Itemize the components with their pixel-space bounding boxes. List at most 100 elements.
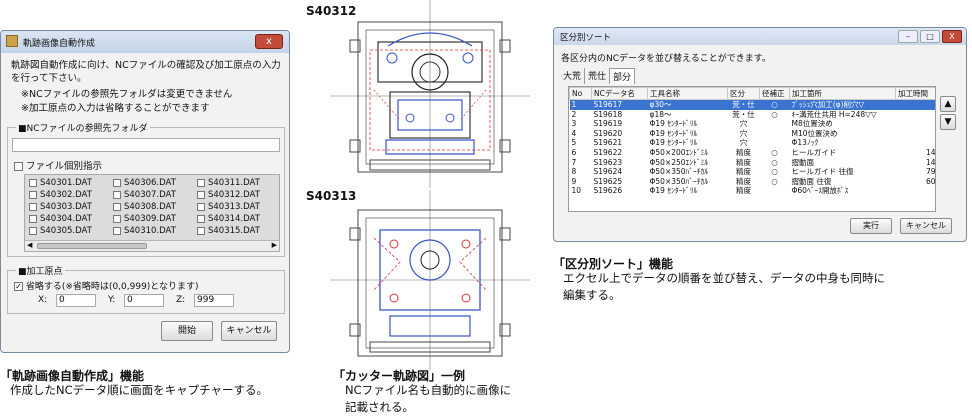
scroll-left-icon[interactable]: ◀ — [27, 241, 33, 249]
file-checkbox-item[interactable]: S40311.DAT — [197, 178, 260, 188]
dialog-title: 区分別ソート — [560, 33, 612, 43]
scroll-thumb[interactable] — [37, 243, 147, 249]
file-checkbox[interactable] — [29, 226, 37, 235]
table-cell: 14 — [925, 147, 936, 157]
table-cell: 7 — [571, 157, 577, 167]
file-checkbox-item[interactable]: S40310.DAT — [113, 226, 176, 236]
column-header[interactable]: 加工箇所 — [789, 87, 896, 100]
cancel-button[interactable]: キャンセル — [221, 321, 277, 341]
minimize-icon[interactable]: – — [898, 30, 918, 43]
move-down-button[interactable]: ▼ — [940, 114, 956, 130]
file-checkbox-item[interactable]: S40315.DAT — [197, 226, 260, 236]
tab-rough-finish[interactable]: 荒仕 — [584, 68, 609, 84]
file-checkbox[interactable] — [197, 178, 205, 187]
file-checkbox[interactable] — [113, 214, 121, 223]
column-header[interactable]: 径補正 — [759, 87, 790, 100]
close-icon[interactable]: X — [942, 30, 962, 43]
file-checkbox-item[interactable]: S40312.DAT — [197, 190, 260, 200]
file-checkbox-item[interactable]: S40305.DAT — [29, 226, 92, 236]
table-cell — [896, 138, 936, 148]
table-cell — [760, 119, 790, 129]
file-checkbox[interactable] — [29, 190, 37, 199]
table-cell: ｷｰ溝荒仕共用 H=248▽▽ — [791, 109, 877, 119]
table-cell: ヒールガイド 往復 — [791, 167, 854, 177]
file-checkbox-item[interactable]: S40308.DAT — [113, 202, 176, 212]
file-checkbox-item[interactable]: S40307.DAT — [113, 190, 176, 200]
y-input[interactable]: 0 — [124, 294, 164, 307]
column-header[interactable]: 区分 — [727, 87, 760, 100]
column-header[interactable]: No — [569, 87, 592, 100]
file-checkbox[interactable] — [113, 190, 121, 199]
column-header[interactable]: NCデータ名 — [591, 87, 648, 100]
file-checkbox-item[interactable]: S40314.DAT — [197, 214, 260, 224]
table-cell: 79 — [925, 167, 936, 177]
file-checkbox[interactable] — [29, 214, 37, 223]
file-list-scrollbar[interactable]: ◀ ▶ — [25, 240, 279, 251]
file-grid: S40301.DAT S40302.DAT S40303.DAT S40304.DAT… — [29, 178, 277, 238]
table-cell: Φ13ﾉｯｸ — [791, 138, 819, 148]
column-header[interactable]: 加工時間 — [895, 87, 935, 100]
file-checkbox-item[interactable]: S40309.DAT — [113, 214, 176, 224]
file-checkbox[interactable] — [29, 178, 37, 187]
folder-path-field[interactable] — [12, 138, 280, 152]
individual-checkbox[interactable] — [14, 162, 23, 171]
individual-checkbox-label: ファイル個別指示 — [26, 161, 103, 172]
cancel-button[interactable]: キャンセル — [900, 218, 952, 234]
tab-partial[interactable]: 部分 — [609, 68, 636, 84]
scroll-right-icon[interactable]: ▶ — [271, 241, 277, 249]
table-cell: ○ — [771, 147, 778, 157]
file-checkbox[interactable] — [113, 226, 121, 235]
file-checkbox[interactable] — [197, 202, 205, 211]
table-cell: 1 — [569, 99, 592, 110]
close-icon[interactable]: x — [255, 34, 283, 49]
move-up-button[interactable]: ▲ — [940, 96, 956, 112]
table-cell: 荒・仕 — [732, 109, 755, 119]
table-cell: Φ50×250ｴﾝﾄﾞﾐﾙ — [649, 157, 709, 167]
file-checkbox-item[interactable]: S40313.DAT — [197, 202, 260, 212]
table-cell: S19623 — [593, 157, 623, 167]
table-cell: 10 — [571, 186, 582, 196]
column-header[interactable]: 工具名称 — [647, 87, 728, 100]
file-checkbox[interactable] — [197, 226, 205, 235]
file-checkbox-item[interactable]: S40303.DAT — [29, 202, 92, 212]
x-input[interactable]: 0 — [56, 294, 96, 307]
start-button[interactable]: 開始 — [161, 321, 213, 341]
file-name: S40306.DAT — [124, 178, 176, 188]
tab-large-rough[interactable]: 大荒 — [563, 72, 582, 82]
file-checkbox[interactable] — [113, 202, 121, 211]
omit-checkbox[interactable]: ✓ — [14, 282, 23, 291]
title-bar: 区分別ソート – □ X — [554, 28, 966, 45]
z-input[interactable]: 999 — [194, 294, 234, 307]
table-cell: S19620 — [593, 128, 623, 138]
file-checkbox-item[interactable]: S40306.DAT — [113, 178, 176, 188]
maximize-icon[interactable]: □ — [920, 30, 940, 43]
file-checkbox[interactable] — [197, 214, 205, 223]
individual-checkbox-row[interactable]: ファイル個別指示 — [14, 158, 102, 172]
file-checkbox[interactable] — [197, 190, 205, 199]
execute-button[interactable]: 実行 — [850, 218, 892, 234]
cutter-path-drawing-bottom — [330, 190, 530, 370]
dialog-title: 軌跡画像自動作成 — [23, 39, 96, 49]
file-name: S40303.DAT — [40, 202, 92, 212]
file-checkbox-item[interactable]: S40301.DAT — [29, 178, 92, 188]
file-checkbox[interactable] — [113, 178, 121, 187]
omit-checkbox-row[interactable]: ✓ 省略する(※省略時は(0,0,999)となります) — [14, 279, 199, 292]
drawing-label-top: S40312 — [306, 4, 357, 18]
table-cell: ○ — [771, 167, 778, 177]
file-checkbox[interactable] — [29, 202, 37, 211]
table-cell: 3 — [571, 119, 577, 129]
file-checkbox-item[interactable]: S40302.DAT — [29, 190, 92, 200]
file-checkbox-item[interactable]: S40304.DAT — [29, 214, 92, 224]
